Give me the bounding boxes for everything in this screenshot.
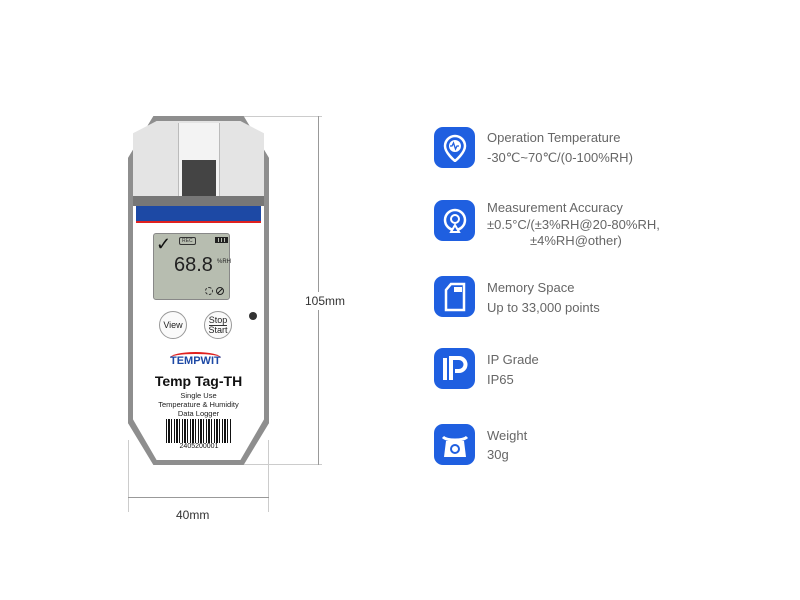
spec-title: Memory Space [487, 280, 575, 295]
rec-indicator: REC [179, 237, 196, 245]
spec-value: 30g [487, 447, 509, 462]
spec-value: Up to 33,000 points [487, 300, 600, 315]
cap-sensor-window [182, 160, 216, 203]
spec-title: Weight [487, 428, 528, 443]
cap-base [133, 196, 264, 206]
scale-icon [434, 424, 475, 465]
lcd-value: 68.8 [174, 254, 213, 276]
spec-title: IP Grade [487, 352, 539, 367]
view-button[interactable]: View [159, 311, 187, 339]
usb-port [249, 312, 257, 320]
barcode [166, 419, 232, 443]
height-extension-top [200, 116, 322, 117]
device-description: Single Use Temperature & Humidity Data L… [133, 391, 264, 418]
target-icon [434, 200, 475, 241]
spec-value: ±0.5°C/(±3%RH@20-80%RH, [487, 217, 660, 232]
serial-number: 2405200001 [179, 443, 219, 450]
brand-logo: TEMPWIT [170, 352, 221, 367]
width-extension-left [128, 440, 129, 512]
desc-line: Single Use [180, 391, 217, 400]
ip-icon [434, 348, 475, 389]
spec-title: Measurement Accuracy [487, 200, 623, 215]
height-dimension-line [318, 116, 319, 465]
lcd-unit: %RH [217, 259, 232, 265]
spec-value-continued: ±4%RH@other) [530, 233, 622, 248]
location-pulse-icon [434, 127, 475, 168]
spec-title: Operation Temperature [487, 130, 621, 145]
width-dimension-line [128, 497, 269, 498]
battery-icon [215, 237, 228, 243]
desc-line: Data Logger [177, 409, 220, 418]
width-extension-right [268, 440, 269, 512]
stop-icon [216, 287, 224, 295]
spec-value: -30℃~70℃/(0-100%RH) [487, 150, 633, 165]
height-label: 105mm [305, 292, 346, 310]
lcd-screen: ✓ REC 68.8 %RH [153, 233, 232, 300]
blue-band [136, 206, 261, 223]
desc-line: Temperature & Humidity [158, 400, 239, 409]
cycle-icon [205, 287, 213, 295]
spec-value: IP65 [487, 372, 514, 387]
start-label: Start [208, 324, 228, 335]
memory-card-icon [434, 276, 475, 317]
model-name: Temp Tag-TH [154, 373, 243, 389]
check-icon: ✓ [156, 234, 172, 254]
stop-label: Stop [208, 314, 228, 326]
width-label: 40mm [176, 508, 210, 522]
stop-start-button[interactable]: Stop Start [204, 311, 232, 339]
height-extension-bottom [200, 464, 322, 465]
